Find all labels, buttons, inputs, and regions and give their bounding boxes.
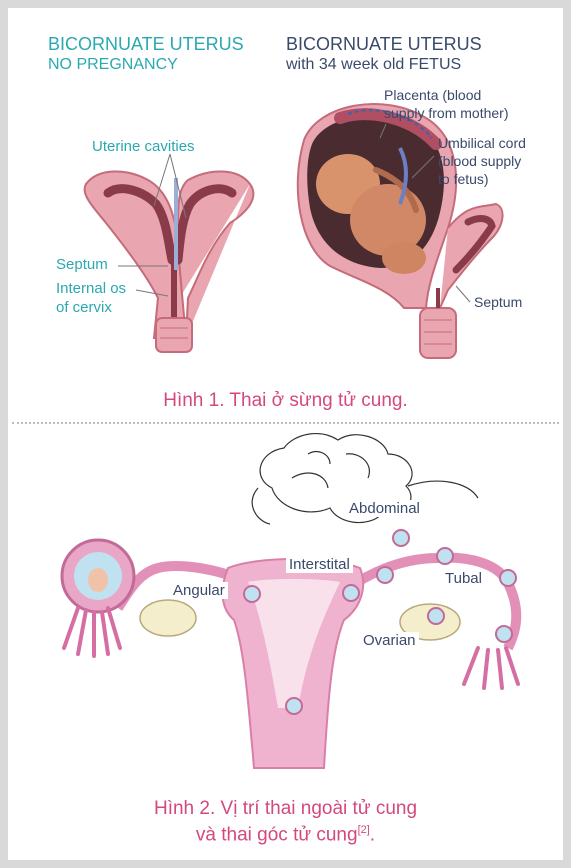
label-tubal: Tubal	[442, 570, 485, 587]
figure2-illustration	[8, 8, 563, 860]
label-ovarian: Ovarian	[360, 632, 419, 649]
figure2-caption-line1: Hình 2. Vị trí thai ngoài tử cung	[8, 798, 563, 820]
label-angular: Angular	[170, 582, 228, 599]
figure2-caption-line2: và thai góc tử cung[2].	[8, 824, 563, 846]
figure2-caption-text: và thai góc tử cung	[196, 824, 358, 845]
label-abdominal: Abdominal	[346, 500, 423, 517]
figure2-caption-period: .	[370, 824, 375, 845]
label-interstital: Interstital	[286, 556, 353, 573]
uterus-body	[223, 559, 364, 768]
figure-card: BICORNUATE UTERUS NO PREGNANCY BICORNUAT…	[8, 8, 563, 860]
figure2-caption-reference: [2]	[358, 824, 370, 836]
